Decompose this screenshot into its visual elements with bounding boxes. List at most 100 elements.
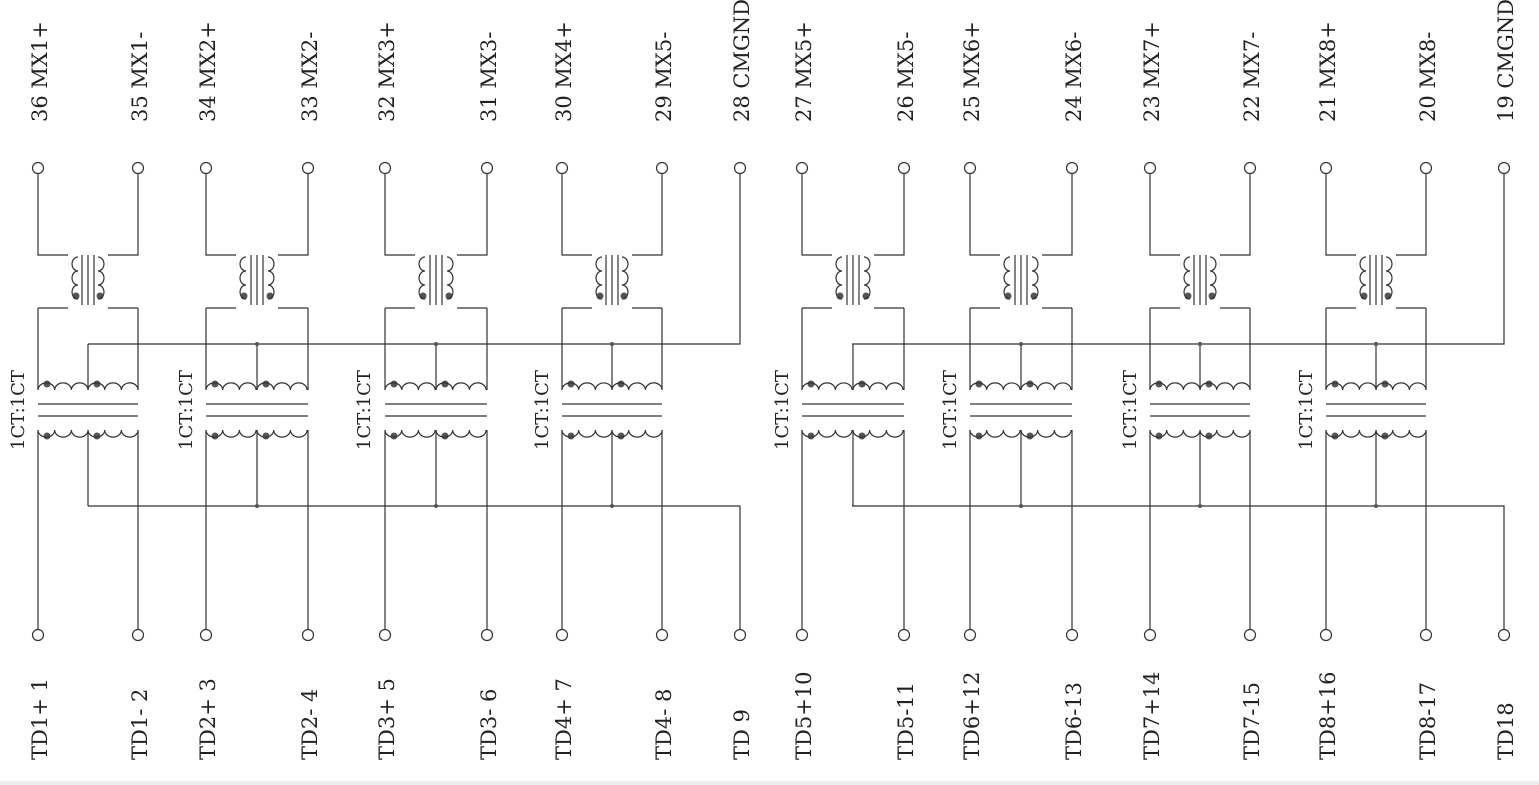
ch7-lower-tap-node — [1198, 504, 1202, 508]
ch6-lower-winding-left — [969, 429, 1021, 438]
top-pin-19 — [1497, 161, 1511, 175]
bottom-pin-6 — [480, 628, 494, 642]
ch7-choke-coil-left — [1183, 256, 1191, 300]
bottom-strip — [0, 781, 1539, 785]
ratio-label-6: 1CT:1CT — [940, 370, 961, 450]
ch6-upper-winding-left — [969, 382, 1021, 391]
top-pin-label-27: 27 MX5+ — [792, 21, 816, 122]
top-pin-33 — [301, 161, 315, 175]
ch5-lower-winding-left — [801, 429, 853, 438]
ch7-upper-winding-right — [1199, 382, 1251, 391]
ch3-top-plus-lead — [384, 168, 415, 256]
top-pin-24 — [1065, 161, 1079, 175]
top-pin-label-35: 35 MX1- — [128, 32, 152, 122]
top-pin-35 — [131, 161, 145, 175]
top-pin-label-26: 26 MX5- — [894, 32, 918, 122]
bottom-pin-label-14: TD7+14 — [1140, 671, 1164, 760]
ch8-choke-coil-right — [1385, 256, 1393, 300]
bottom-pin-12 — [963, 628, 977, 642]
ch6-lower-winding-right — [1020, 429, 1072, 438]
ch2-lower-dot-left — [211, 432, 219, 440]
ch2-upper-winding-right — [256, 382, 308, 391]
ch2-choke-coil-left — [239, 256, 247, 300]
bottom-pin-13 — [1065, 628, 1079, 642]
ch8-lower-tap-node — [1374, 504, 1378, 508]
ch6-upper-winding-right — [1020, 382, 1072, 391]
bottom-pin-label-7: TD4+ 7 — [552, 678, 576, 760]
ch1-upper-dot-right — [93, 380, 101, 388]
ch4-lower-winding-right — [611, 429, 663, 438]
ch5-upper-winding-left — [801, 382, 853, 391]
wires — [37, 168, 1505, 635]
pin-labels: 36 MX1+ TD1+ 1 35 MX1- TD1- 2 34 MX2+ TD2+ 3 3… — [8, 0, 1518, 760]
ch4-top-plus-lead — [561, 168, 592, 256]
bottom-pin-label-2: TD1- 2 — [128, 689, 152, 760]
ch7-upper-dot-left — [1155, 380, 1163, 388]
ch7-choke-coil-right — [1209, 256, 1217, 300]
ch3-choke-coil-right — [446, 256, 454, 300]
ch7-top-plus-lead — [1149, 168, 1180, 256]
ch3-lower-winding-right — [435, 429, 487, 438]
ch4-lower-dot-left — [567, 432, 575, 440]
top-pin-label-28: 28 CMGND — [730, 0, 754, 122]
ch7-lower-dot-left — [1155, 432, 1163, 440]
bottom-pin-18 — [1497, 628, 1511, 642]
ch5-upper-dot-right — [858, 380, 866, 388]
bottom-pin-label-17: TD8-17 — [1416, 682, 1440, 760]
ch6-choke-coil-left — [1003, 256, 1011, 300]
ch2-lower-tap-node — [255, 504, 259, 508]
top-pin-label-20: 20 MX8- — [1416, 32, 1440, 122]
ch4-lower-dot-right — [617, 432, 625, 440]
ch5-choke-coil-right — [863, 256, 871, 300]
top-pin-27 — [795, 161, 809, 175]
ch6-lower-dot-left — [975, 432, 983, 440]
ch2-upper-tap-node — [255, 342, 259, 346]
bottom-pin-label-1: TD1+ 1 — [28, 678, 52, 760]
td-bus-right — [852, 505, 1505, 635]
bottom-pin-label-11: TD5-11 — [894, 682, 918, 760]
bottom-pin-label-8: TD4- 8 — [652, 689, 676, 760]
top-pin-label-21: 21 MX8+ — [1316, 21, 1340, 122]
ch6-lower-tap-node — [1019, 504, 1023, 508]
ch5-top-minus-lead — [874, 168, 905, 256]
top-pin-label-36: 36 MX1+ — [28, 21, 52, 122]
ch5-upper-dot-left — [807, 380, 815, 388]
top-pin-36 — [31, 161, 45, 175]
bottom-pin-11 — [897, 628, 911, 642]
bottom-pin-label-15: TD7-15 — [1240, 682, 1264, 760]
ch5-lower-dot-left — [807, 432, 815, 440]
td-bus-left — [88, 505, 741, 635]
ch1-lower-winding-right — [87, 429, 139, 438]
ch2-lower-winding-right — [256, 429, 308, 438]
top-pin-label-22: 22 MX7- — [1240, 32, 1264, 122]
ch6-top-plus-lead — [969, 168, 1000, 256]
ch6-lower-dot-right — [1026, 432, 1034, 440]
ch3-top-minus-lead — [457, 168, 488, 256]
ch4-top-minus-lead — [632, 168, 663, 256]
ratio-label-5: 1CT:1CT — [772, 370, 793, 450]
ch3-lower-dot-left — [390, 432, 398, 440]
ch7-upper-winding-left — [1149, 382, 1201, 391]
ch4-lower-winding-left — [561, 429, 613, 438]
top-pin-label-34: 34 MX2+ — [196, 21, 220, 122]
bottom-pin-label-18: TD18 — [1494, 702, 1518, 760]
ch8-lower-winding-left — [1325, 429, 1377, 438]
top-pin-23 — [1143, 161, 1157, 175]
ch3-lower-winding-left — [384, 429, 436, 438]
bottom-pin-label-3: TD2+ 3 — [196, 678, 220, 760]
ch4-lower-tap-node — [610, 504, 614, 508]
ch4-choke-coil-right — [621, 256, 629, 300]
ch7-upper-tap-node — [1198, 342, 1202, 346]
top-pin-label-32: 32 MX3+ — [375, 21, 399, 122]
top-pin-21 — [1319, 161, 1333, 175]
ch7-upper-dot-right — [1205, 380, 1213, 388]
ch8-lower-winding-right — [1375, 429, 1427, 438]
ch1-choke-coil-left — [71, 256, 79, 300]
ch5-lower-winding-right — [852, 429, 904, 438]
top-pin-label-31: 31 MX3- — [477, 32, 501, 122]
top-pin-label-25: 25 MX6+ — [960, 21, 984, 122]
ch4-upper-dot-left — [567, 380, 575, 388]
ch3-upper-winding-left — [384, 382, 436, 391]
ch1-top-minus-lead — [108, 168, 139, 256]
ch8-upper-dot-left — [1331, 380, 1339, 388]
